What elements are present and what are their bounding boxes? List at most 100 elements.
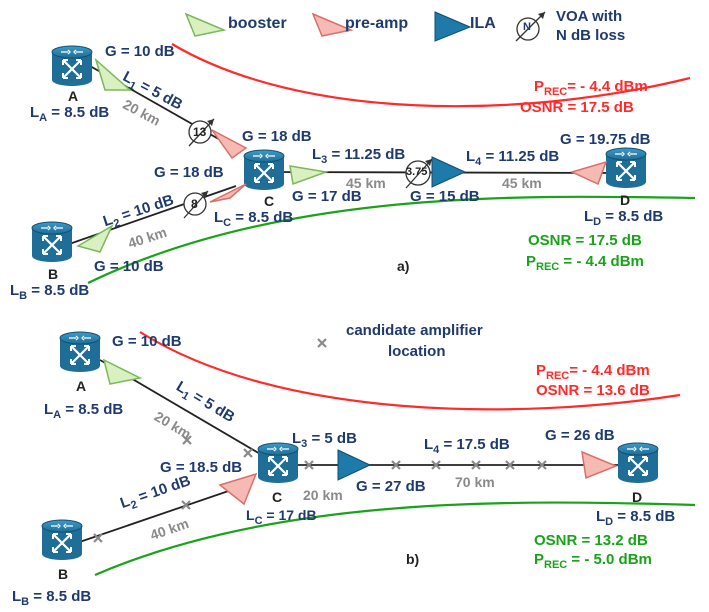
voa-3.75-label: 3.75: [406, 166, 428, 178]
green-osnr-a: OSNR = 17.5 dB: [528, 232, 642, 249]
green-prec-a: PREC = - 4.4 dBm: [526, 253, 644, 273]
candidate-markers: [93, 338, 547, 543]
candidate-marker-icon: [182, 435, 192, 445]
red-prec-a: PREC= - 4.4 dBm: [534, 78, 648, 98]
green-curve-b: [94, 501, 696, 577]
node-c2-name: C: [272, 489, 283, 505]
node-c2-loss: LC = 17 dB: [246, 507, 317, 527]
node-c-gain-out: G = 17 dB: [292, 188, 362, 205]
node-a-loss: LA = 8.5 dB: [30, 104, 110, 124]
ila-gain-b: G = 27 dB: [356, 478, 426, 495]
voa-13-icon: [188, 118, 215, 147]
node-b-name: B: [48, 266, 59, 282]
link3-dist-a: 45 km: [346, 175, 386, 191]
red-curve-a: [171, 43, 691, 108]
node-b-loss: LB = 8.5 dB: [10, 282, 90, 302]
ila-b-icon: [337, 449, 372, 481]
node-d2-loss: LD = 8.5 dB: [596, 508, 676, 528]
link4-dist-b: 70 km: [455, 474, 495, 490]
node-d2-name: D: [632, 489, 643, 505]
node-a-name: A: [68, 88, 79, 104]
router-a2-icon: [58, 330, 102, 374]
link4-dist-a: 45 km: [502, 175, 542, 191]
red-curve-b: [139, 331, 681, 411]
preamp-c-bottom-icon: [209, 183, 247, 203]
candidate-label-line2: location: [388, 343, 446, 360]
legend-voa-symbol: N: [523, 21, 531, 33]
router-c-icon: [242, 148, 286, 192]
candidate-marker-icon: [391, 460, 401, 470]
link3-dist-b: 20 km: [303, 487, 343, 503]
node-d-name: D: [620, 192, 631, 208]
panel-a: [30, 43, 696, 284]
voa-8-label: 8: [191, 197, 198, 211]
booster-b-icon: [76, 224, 114, 253]
green-osnr-b: OSNR = 13.2 dB: [534, 532, 648, 549]
legend-preamp-icon: [311, 12, 354, 37]
candidate-label-line1: candidate amplifier: [346, 322, 483, 339]
candidate-marker-icon: [431, 460, 441, 470]
booster-a2-icon: [102, 358, 143, 385]
legend-ila-label: ILA: [470, 15, 496, 32]
caption-a: a): [397, 258, 410, 274]
router-b2-icon: [40, 518, 84, 562]
green-curve-a: [87, 195, 696, 284]
node-c2-gain-in: G = 18.5 dB: [160, 459, 243, 476]
node-a-gain: G = 10 dB: [105, 43, 175, 60]
node-a2-loss: LA = 8.5 dB: [44, 401, 124, 421]
node-d2-gain: G = 26 dB: [545, 427, 615, 444]
green-prec-b: PREC = - 5.0 dBm: [534, 551, 652, 571]
legend: [184, 11, 546, 42]
legend-booster-label: booster: [228, 15, 287, 32]
voa-8-icon: [183, 190, 209, 219]
candidate-marker-icon: [471, 460, 481, 470]
voa-3.75-icon: [405, 158, 433, 189]
legend-voa-line2: N dB loss: [556, 27, 626, 44]
legend-voa-line1: VOA with: [556, 8, 623, 25]
preamp-d-icon: [569, 160, 608, 186]
node-a2-name: A: [76, 378, 87, 394]
preamp-c-top-icon: [211, 129, 248, 160]
node-d-loss: LD = 8.5 dB: [584, 208, 664, 228]
red-osnr-a: OSNR = 17.5 dB: [520, 99, 634, 116]
legend-voa-icon: [515, 11, 546, 42]
router-a-icon: [50, 44, 94, 88]
router-b-icon: [30, 220, 74, 264]
node-c-loss: LC = 8.5 dB: [214, 209, 294, 229]
red-osnr-b: OSNR = 13.6 dB: [536, 382, 650, 399]
router-d-icon: [604, 146, 648, 190]
preamp-d2-icon: [581, 450, 618, 480]
node-c-name: C: [264, 193, 275, 209]
link4-loss-a: L4 = 11.25 dB: [466, 148, 560, 168]
booster-a-icon: [94, 57, 132, 91]
node-d-gain: G = 19.75 dB: [560, 131, 651, 148]
candidate-marker-icon: [537, 460, 547, 470]
candidate-marker-icon: [93, 533, 103, 543]
router-d2-icon: [616, 441, 660, 485]
candidate-legend-marker-icon: [317, 338, 327, 348]
legend-preamp-label: pre-amp: [345, 15, 409, 32]
candidate-marker-icon: [181, 500, 191, 510]
node-c-gain-in-top: G = 18 dB: [242, 128, 312, 145]
caption-b: b): [406, 551, 420, 567]
link3-loss-a: L3 = 11.25 dB: [312, 146, 406, 166]
panel-b: [40, 330, 696, 577]
node-b2-loss: LB = 8.5 dB: [12, 588, 92, 608]
node-b-gain: G = 10 dB: [94, 258, 164, 275]
node-b2-name: B: [58, 566, 69, 582]
preamp-c2-icon: [218, 472, 258, 506]
ila-a-icon: [431, 156, 467, 188]
booster-c-icon: [289, 165, 329, 186]
voa-13-label: 13: [193, 125, 207, 139]
link4-loss-b: L4 = 17.5 dB: [424, 436, 510, 456]
ila-gain-a: G = 15 dB: [410, 188, 480, 205]
link3-loss-b: L3 = 5 dB: [292, 430, 357, 450]
candidate-marker-icon: [505, 460, 515, 470]
legend-booster-icon: [184, 12, 227, 37]
legend-ila-icon: [434, 11, 472, 42]
candidate-marker-icon: [243, 448, 253, 458]
red-prec-b: PREC= - 4.4 dBm: [536, 362, 650, 382]
candidate-marker-icon: [304, 460, 314, 470]
node-c-gain-in-bottom: G = 18 dB: [154, 164, 224, 181]
